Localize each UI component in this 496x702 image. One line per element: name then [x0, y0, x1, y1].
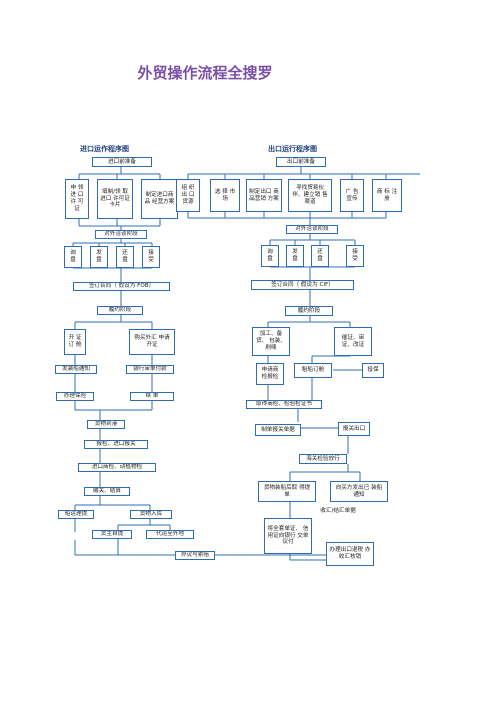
export-process: 加工、备货、 包装、刷唛	[252, 327, 290, 356]
export-nego-accept: 接 受	[346, 245, 364, 267]
export-negotiation: 对外洽谈阶段	[286, 225, 338, 234]
export-nego-counter: 还 盘	[311, 245, 329, 267]
export-prep-source: 组 织 出 口 货源	[176, 179, 200, 212]
import-warehouse: 货物入库	[130, 510, 172, 519]
import-prep-plan: 制定进口商品 经营方案	[141, 179, 178, 219]
export-bank: 将全套单证、 信用证向银行 交单议付	[264, 518, 312, 554]
import-claim: 船运理提	[58, 510, 94, 519]
import-open-lc: 开 证 订 舱	[64, 329, 86, 355]
import-perform: 履约阶段	[97, 306, 143, 315]
export-cert: 取得商检、检验检证书	[246, 400, 322, 409]
export-prep-ads: 广 告 宣传	[340, 179, 364, 212]
export-notice: 向买方发出已 装船通知	[330, 481, 388, 502]
import-agent: 代运至外地	[146, 530, 194, 539]
import-prep-card: 填制/领 取进口 许可证卡片	[97, 179, 133, 219]
import-insurance: 办理保险	[56, 392, 94, 401]
export-receipt: 货物装船后取 得提单	[258, 481, 316, 502]
export-prep-partners: 寻找贸易伙 伴、建立销 售渠道	[288, 179, 332, 212]
import-prep: 进口前准备	[92, 157, 152, 167]
export-contract: 签订合同（ 假设为 CIF）	[251, 280, 354, 290]
import-negotiation: 对外洽谈阶段	[95, 230, 147, 239]
import-heading: 进口运作程序图	[80, 145, 129, 153]
import-inspection: 进口商检、动植物检	[78, 463, 156, 472]
import-docs: 赎 单	[130, 392, 174, 401]
export-apply-insp: 申请商 检报检	[256, 363, 284, 385]
export-prep: 出口前准备	[276, 157, 326, 167]
export-prep-plan: 制定出口 商品营销 方案	[246, 179, 282, 212]
import-prep-license: 申 领 进 口 许 可 证	[65, 179, 89, 219]
export-prep-market: 选 择 市 场	[210, 179, 240, 212]
export-insure: 投保	[362, 363, 384, 378]
export-perform: 履约阶段	[285, 306, 333, 316]
export-settle: 收汇/结汇单据	[314, 507, 362, 516]
export-refund: 办理出口退税 办收汇核销	[326, 542, 374, 566]
import-nego-offer: 发 盘	[90, 246, 108, 268]
import-arrival: 货物到港	[87, 420, 125, 429]
import-ship-notice: 发装船通知	[55, 365, 97, 374]
import-nego-inquiry: 询 盘	[64, 246, 82, 268]
import-dock: 货主自提	[92, 530, 132, 539]
export-nego-offer: 发 盘	[286, 245, 304, 267]
page-title: 外贸操作流程全搜罗	[137, 64, 273, 82]
export-prep-trademark: 商 标 注册	[372, 179, 402, 212]
dispute-claim: 异议与索赔	[175, 551, 215, 560]
export-loading: 海关检验放行	[299, 454, 347, 464]
import-customs: 报检、进口报关	[84, 440, 148, 449]
import-nego-counter: 还 盘	[116, 246, 134, 268]
export-heading: 出口运行程序图	[268, 145, 317, 153]
export-customs: 报关出口	[338, 422, 370, 436]
export-book: 租船订舱	[294, 363, 332, 378]
import-buy-fx: 购买外汇 申请开证	[129, 329, 175, 355]
import-duty: 缴关、结算	[84, 487, 130, 496]
export-lc: 催证、审 证、改证	[334, 327, 372, 356]
import-contract: 签订合同（ 假设为 FOB）	[73, 282, 170, 291]
import-nego-accept: 接 受	[142, 246, 160, 268]
export-nego-inquiry: 询 盘	[261, 245, 279, 267]
import-pay-order: 银行审单付款	[126, 365, 174, 374]
export-prepare-docs: 制单报关单据	[255, 424, 301, 436]
